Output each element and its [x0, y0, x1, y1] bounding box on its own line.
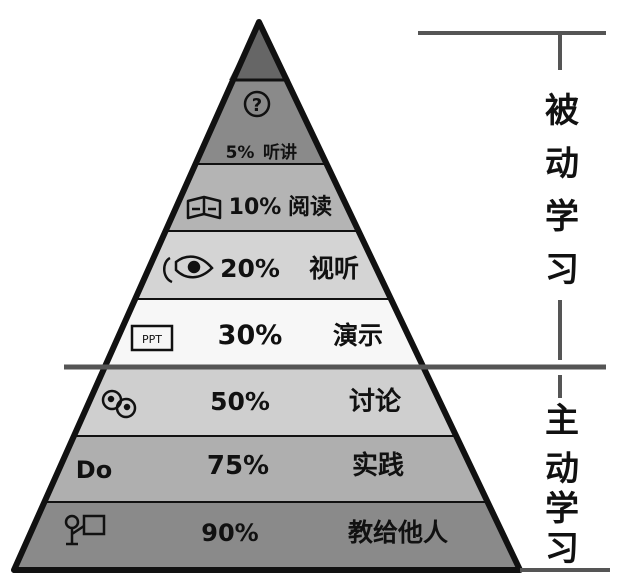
- book-icon: [186, 195, 222, 220]
- level-labels: 5% 听讲 10% 阅读 20% 视听 30% 演示 50% 讨论 75% 实践…: [201, 142, 448, 547]
- svg-text:学: 学: [545, 489, 579, 529]
- level-2-label: 视听: [309, 254, 359, 283]
- level-icons: ? PPT Do: [64, 90, 271, 546]
- level-6-percent: 90%: [201, 519, 258, 547]
- discussion-icon: [101, 389, 137, 419]
- passive-learning-label: 被 动 学 习: [545, 91, 579, 290]
- pyramid-band-5: [43, 437, 489, 503]
- active-learning-label: 主 动 学 习: [545, 401, 579, 569]
- level-6-label: 教给他人: [348, 518, 448, 547]
- level-2-percent: 20%: [220, 254, 280, 283]
- level-4-percent: 50%: [210, 387, 270, 416]
- level-0-percent: 5%: [226, 143, 255, 163]
- pyramid-outline: [11, 19, 523, 573]
- teach-icon: [64, 514, 106, 546]
- side-bracket: [418, 31, 610, 572]
- level-1-label: 阅读: [288, 195, 332, 220]
- svg-text:动: 动: [545, 144, 579, 184]
- pyramid-band-3: [104, 300, 424, 367]
- question-mark-icon: ?: [243, 90, 271, 118]
- do-icon: Do: [76, 456, 112, 484]
- ppt-icon: PPT: [130, 324, 174, 352]
- level-1-percent: 10%: [229, 195, 282, 220]
- level-0-label: 听讲: [263, 142, 297, 163]
- pyramid-band-4: [73, 367, 457, 437]
- svg-text:主: 主: [545, 401, 579, 441]
- svg-text:学: 学: [545, 197, 579, 237]
- pyramid-band-6: [14, 503, 520, 570]
- svg-text:被: 被: [545, 91, 579, 131]
- svg-text:习: 习: [545, 529, 579, 569]
- level-3-label: 演示: [333, 321, 383, 350]
- pyramid-band-2: [134, 232, 392, 300]
- svg-text:动: 动: [545, 449, 579, 489]
- level-4-label: 讨论: [349, 387, 402, 417]
- level-5-percent: 75%: [207, 451, 269, 481]
- svg-text:PPT: PPT: [142, 333, 162, 346]
- eye-ear-icon: [163, 255, 214, 284]
- pyramid-apex: [229, 22, 290, 80]
- svg-text:?: ?: [252, 95, 262, 116]
- level-5-label: 实践: [352, 450, 404, 481]
- level-3-percent: 30%: [218, 320, 283, 351]
- svg-text:习: 习: [545, 250, 579, 290]
